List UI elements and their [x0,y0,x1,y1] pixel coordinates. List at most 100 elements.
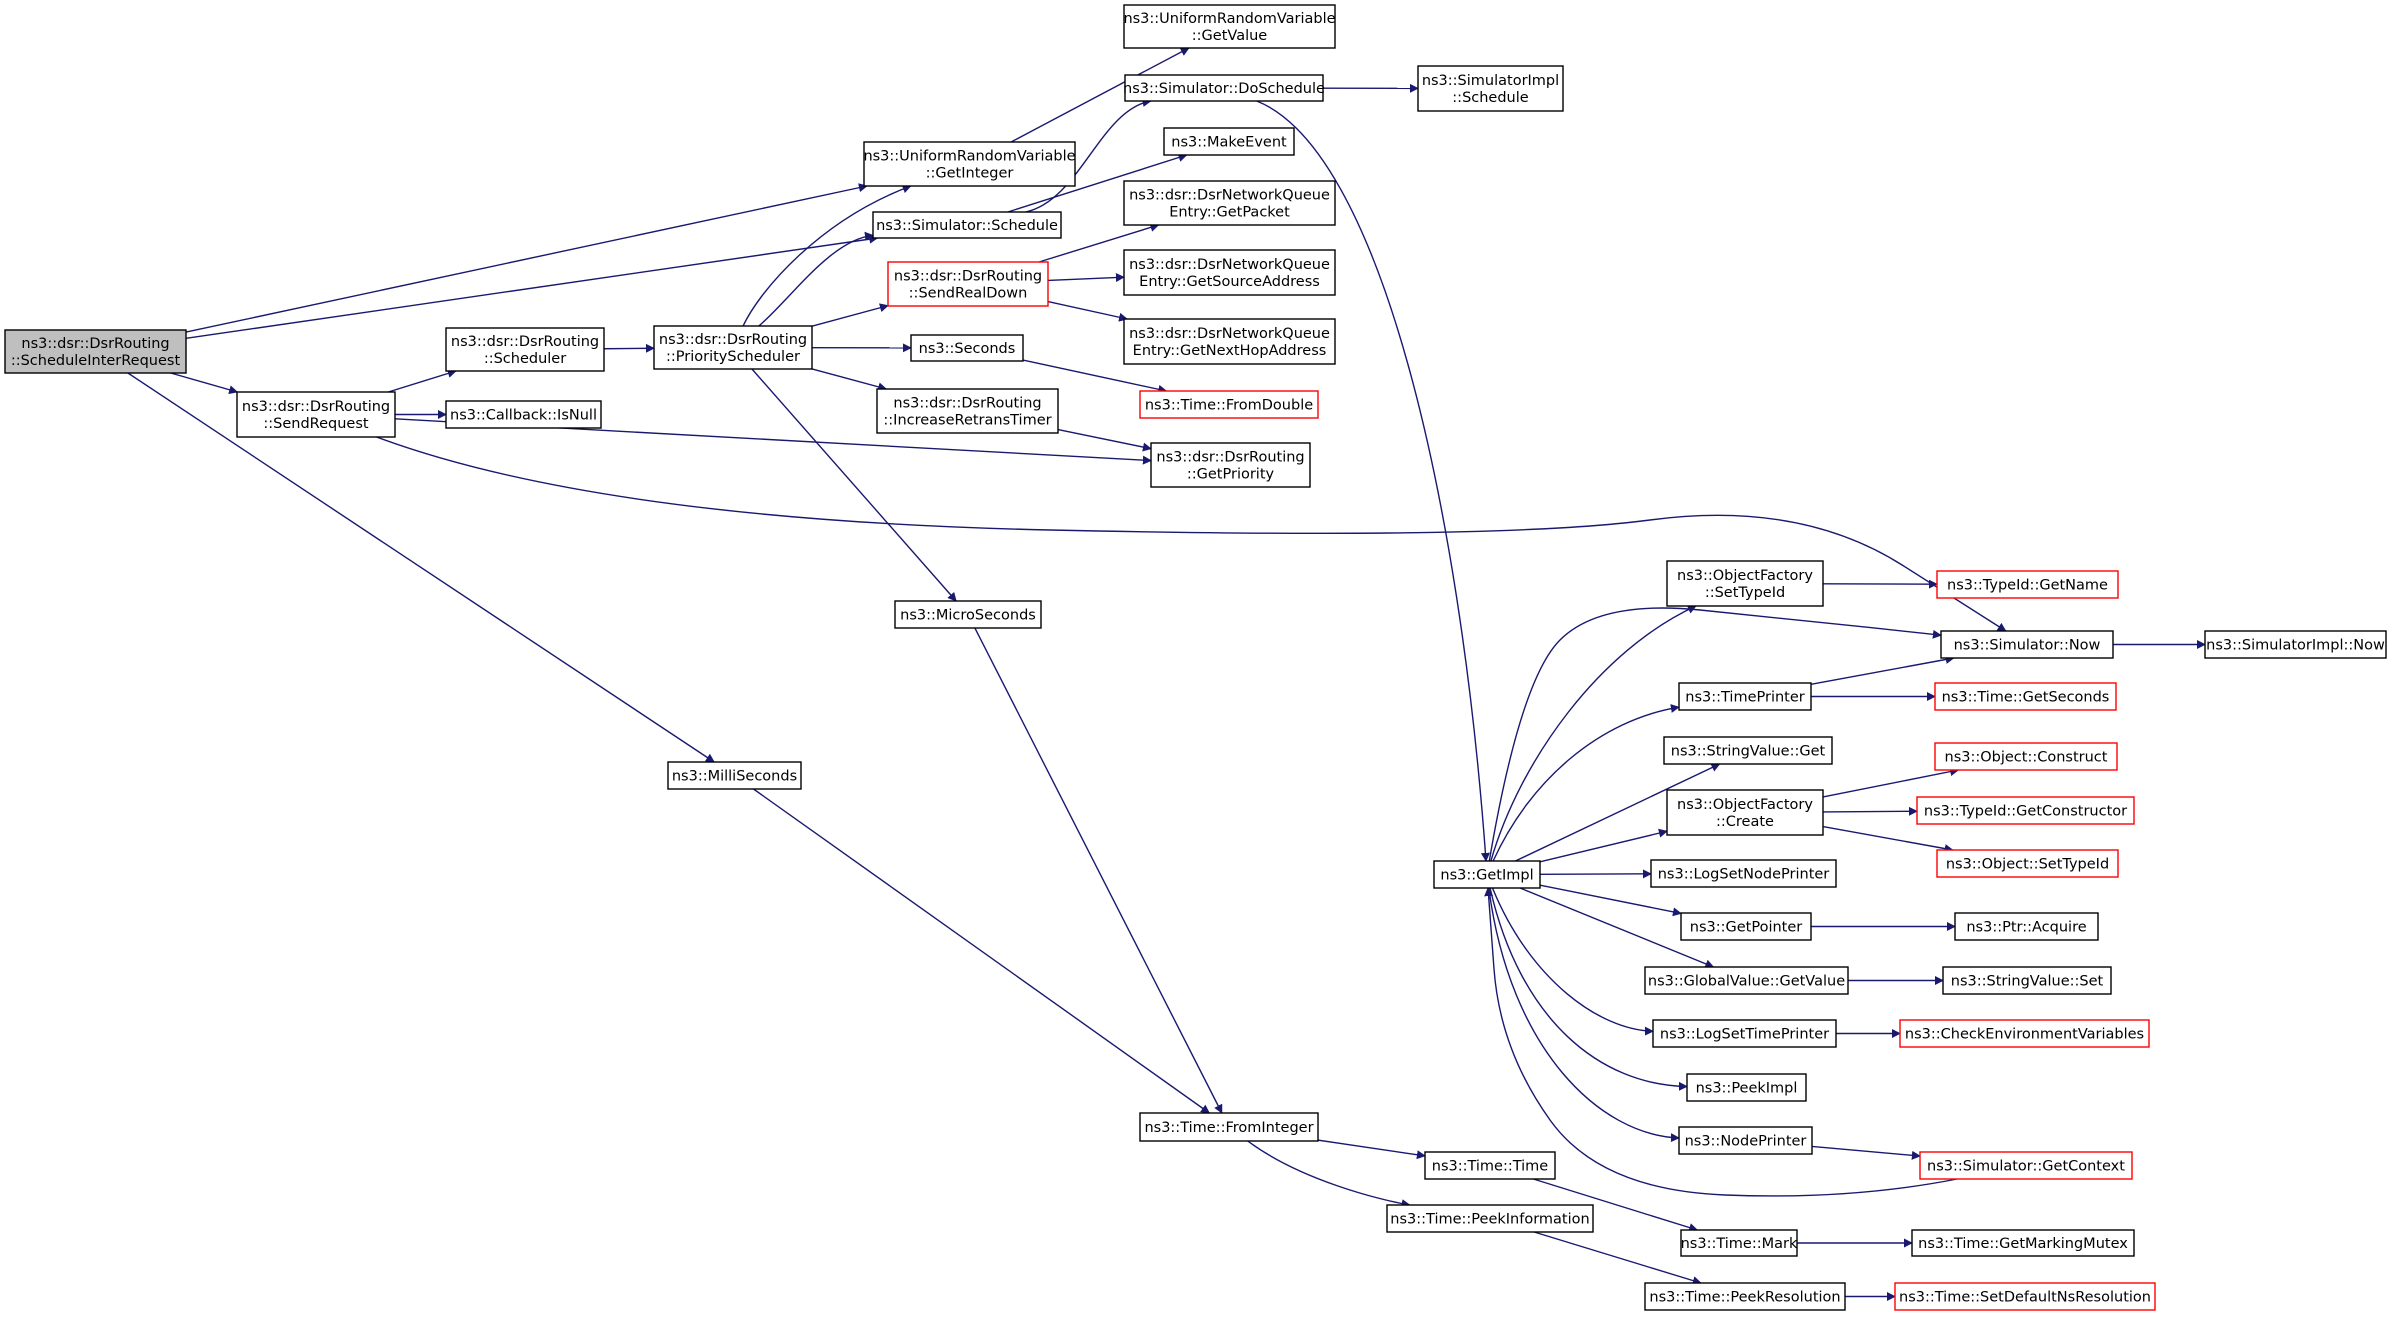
node-time_peekinfo[interactable]: ns3::Time::PeekInformation [1386,1204,1594,1233]
node-object_settypeid[interactable]: ns3::Object::SetTypeId [1936,849,2119,878]
node-stringvalue_set[interactable]: ns3::StringValue::Set [1942,966,2112,995]
node-label: ns3::NodePrinter [1685,1134,1807,1150]
node-time_getmarkingmutex[interactable]: ns3::Time::GetMarkingMutex [1911,1229,2135,1257]
node-box [1680,1229,1798,1257]
node-simimpl_now[interactable]: ns3::SimulatorImpl::Now [2204,630,2387,659]
node-box [1163,127,1295,156]
node-label: ns3::Simulator::Schedule [876,218,1058,234]
node-label: ns3::TypeId::GetConstructor [1924,804,2127,820]
node-microseconds[interactable]: ns3::MicroSeconds [894,600,1042,629]
edge-sim_schedule-to-make_event [1007,153,1188,213]
node-get_priority[interactable]: ns3::dsr::DsrRouting::GetPriority [1150,442,1311,488]
node-box [1644,966,1849,995]
node-dnq_getsource[interactable]: ns3::dsr::DsrNetworkQueueEntry::GetSourc… [1123,249,1336,296]
node-urv_getvalue[interactable]: ns3::UniformRandomVariable::GetValue [1123,4,1336,49]
node-time_peekresolution[interactable]: ns3::Time::PeekResolution [1644,1282,1846,1311]
node-time_time[interactable]: ns3::Time::Time [1424,1151,1556,1180]
node-box [1123,318,1336,365]
node-ptr_acquire[interactable]: ns3::Ptr::Acquire [1954,912,2099,941]
node-time_fromdouble[interactable]: ns3::Time::FromDouble [1139,390,1319,419]
node-time_getseconds[interactable]: ns3::Time::GetSeconds [1934,682,2117,711]
node-label: ns3::dsr::DsrRouting [893,396,1041,412]
node-label: ns3::Time::GetSeconds [1942,690,2110,706]
node-send_request[interactable]: ns3::dsr::DsrRouting::SendRequest [236,391,396,438]
edge-getimpl-to-logsettimeprinter [1491,887,1654,1036]
edge-of_create-to-typeid_getconstructor [1822,806,1918,816]
node-label: ns3::Time::PeekInformation [1390,1212,1589,1228]
node-box [1666,789,1824,836]
node-label: ns3::Time::SetDefaultNsResolution [1899,1290,2151,1306]
node-sim_now[interactable]: ns3::Simulator::Now [1940,630,2114,659]
node-label: ns3::dsr::DsrRouting [894,269,1042,285]
node-box [1916,796,2135,825]
edge-priority_scheduler-to-send_real_down [811,303,889,327]
node-getimpl[interactable]: ns3::GetImpl [1433,860,1541,889]
node-sim_getcontext[interactable]: ns3::Simulator::GetContext [1919,1151,2133,1180]
node-increase_retrans[interactable]: ns3::dsr::DsrRouting::IncreaseRetransTim… [876,388,1059,434]
node-simimpl_schedule[interactable]: ns3::SimulatorImpl::Schedule [1417,65,1564,112]
node-of_create[interactable]: ns3::ObjectFactory::Create [1666,789,1824,836]
node-stringvalue_get[interactable]: ns3::StringValue::Get [1663,736,1833,765]
node-box [1650,859,1837,888]
node-of_settypeid[interactable]: ns3::ObjectFactory::SetTypeId [1666,560,1824,607]
node-box [1934,742,2118,771]
node-getpointer[interactable]: ns3::GetPointer [1680,912,1812,941]
node-box [1934,682,2117,711]
edges-layer [127,47,2206,1301]
node-sim_schedule[interactable]: ns3::Simulator::Schedule [872,211,1062,239]
node-time_frominteger[interactable]: ns3::Time::FromInteger [1139,1112,1319,1142]
node-label: ns3::Time::FromInteger [1144,1120,1313,1136]
edge-getimpl-to-stringvalue_get [1515,763,1721,862]
node-label: ns3::Time::FromDouble [1145,398,1313,414]
node-typeid_getconstructor[interactable]: ns3::TypeId::GetConstructor [1916,796,2135,825]
node-object_construct[interactable]: ns3::Object::Construct [1934,742,2118,771]
edge-of_create-to-object_settypeid [1822,825,1954,853]
node-label: ns3::dsr::DsrNetworkQueue [1129,257,1330,273]
node-box [872,211,1062,239]
node-nodeprinter[interactable]: ns3::NodePrinter [1678,1126,1813,1155]
node-make_event[interactable]: ns3::MakeEvent [1163,127,1295,156]
node-timeprinter[interactable]: ns3::TimePrinter [1678,682,1812,711]
edge-schedule_inter_request-to-urv_getinteger [185,183,868,333]
edge-getimpl-to-getpointer [1539,884,1682,917]
node-label: ns3::Simulator::Now [1954,638,2101,654]
node-label: ns3::Time::PeekResolution [1649,1290,1840,1306]
node-label: ns3::dsr::DsrRouting [21,336,169,352]
node-box [1680,912,1812,941]
node-box [1644,1282,1846,1311]
node-globalvalue_getvalue[interactable]: ns3::GlobalValue::GetValue [1644,966,1849,995]
node-scheduler[interactable]: ns3::dsr::DsrRouting::Scheduler [445,327,605,372]
node-logsetnodeprinter[interactable]: ns3::LogSetNodePrinter [1650,859,1837,888]
node-label: ns3::MicroSeconds [900,608,1036,624]
node-callback_isnull[interactable]: ns3::Callback::IsNull [445,400,602,429]
edge-getimpl-to-sim_now [1488,607,1942,862]
node-sim_doschedule[interactable]: ns3::Simulator::DoSchedule [1123,74,1325,102]
node-logsettimeprinter[interactable]: ns3::LogSetTimePrinter [1652,1019,1837,1048]
node-dnq_getnexthop[interactable]: ns3::dsr::DsrNetworkQueueEntry::GetNextH… [1123,318,1336,365]
node-label: ns3::dsr::DsrRouting [1156,450,1304,466]
node-milliseconds[interactable]: ns3::MilliSeconds [667,761,802,790]
node-label: ns3::SimulatorImpl::Now [2206,638,2385,654]
node-label: ::PriorityScheduler [666,349,800,365]
node-dnq_getpacket[interactable]: ns3::dsr::DsrNetworkQueueEntry::GetPacke… [1123,180,1336,226]
node-box [1936,849,2119,878]
node-label: ns3::UniformRandomVariable [1123,11,1335,27]
node-label: ns3::Time::Time [1432,1159,1549,1175]
node-time_setdefaultns[interactable]: ns3::Time::SetDefaultNsResolution [1894,1282,2156,1311]
node-label: ns3::dsr::DsrRouting [659,332,807,348]
node-schedule_inter_request[interactable]: ns3::dsr::DsrRouting::ScheduleInterReque… [4,329,187,374]
edge-time_frominteger-to-time_time [1317,1139,1426,1160]
node-seconds[interactable]: ns3::Seconds [910,334,1024,362]
node-label: ns3::Time::Mark [1681,1236,1798,1252]
node-priority_scheduler[interactable]: ns3::dsr::DsrRouting::PriorityScheduler [653,325,813,370]
node-send_real_down[interactable]: ns3::dsr::DsrRouting::SendRealDown [887,261,1049,307]
edge-schedule_inter_request-to-sim_schedule [185,234,879,340]
node-label: ns3::Object::Construct [1945,750,2108,766]
node-urv_getinteger[interactable]: ns3::UniformRandomVariable::GetInteger [863,141,1076,187]
node-typeid_getname[interactable]: ns3::TypeId::GetName [1936,570,2119,599]
node-time_mark[interactable]: ns3::Time::Mark [1680,1229,1798,1257]
node-checkenv[interactable]: ns3::CheckEnvironmentVariables [1899,1019,2150,1048]
edge-send_real_down-to-dnq_getnexthop [1047,300,1129,322]
node-peekimpl[interactable]: ns3::PeekImpl [1686,1073,1807,1102]
node-box [1911,1229,2135,1257]
